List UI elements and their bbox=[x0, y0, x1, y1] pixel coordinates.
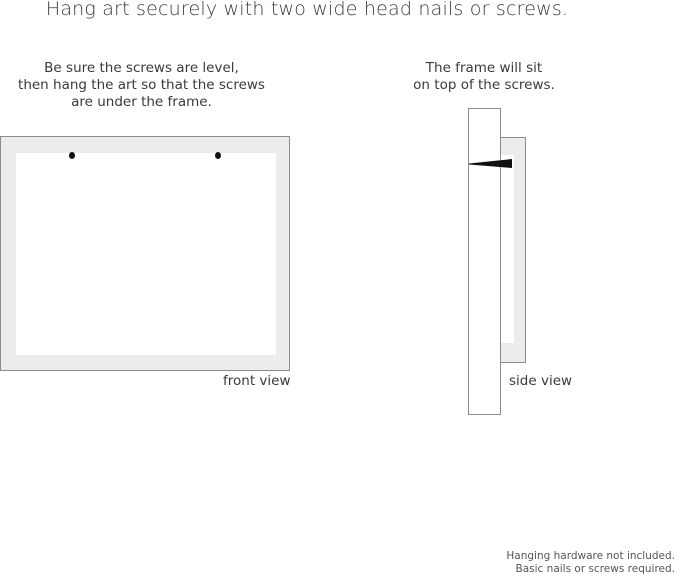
front-view-label: front view bbox=[223, 373, 291, 389]
screw-right-icon bbox=[215, 152, 221, 159]
side-caption-line: The frame will sit bbox=[425, 60, 543, 76]
side-caption-line: on top of the screws. bbox=[413, 77, 555, 93]
front-caption-line: then hang the art so that the screws bbox=[18, 77, 265, 93]
page-title: Hang art securely with two wide head nai… bbox=[45, 0, 569, 20]
hardware-footnote: Hanging hardware not included. Basic nai… bbox=[506, 550, 675, 576]
front-view-frame bbox=[0, 136, 290, 371]
side-screw-icon bbox=[469, 159, 512, 168]
side-view-frame-inner bbox=[501, 155, 514, 343]
footnote-line: Hanging hardware not included. bbox=[506, 550, 675, 562]
side-view-wall bbox=[468, 108, 501, 415]
screw-left-icon bbox=[69, 152, 75, 159]
side-view-label: side view bbox=[509, 373, 573, 389]
front-caption-line: Be sure the screws are level, bbox=[44, 60, 239, 76]
side-view-caption: The frame will sit on top of the screws. bbox=[392, 60, 576, 94]
footnote-line: Basic nails or screws required. bbox=[515, 563, 675, 575]
front-view-artwork-area bbox=[16, 153, 276, 355]
front-caption-line: are under the frame. bbox=[71, 94, 212, 110]
front-view-caption: Be sure the screws are level, then hang … bbox=[0, 60, 283, 111]
